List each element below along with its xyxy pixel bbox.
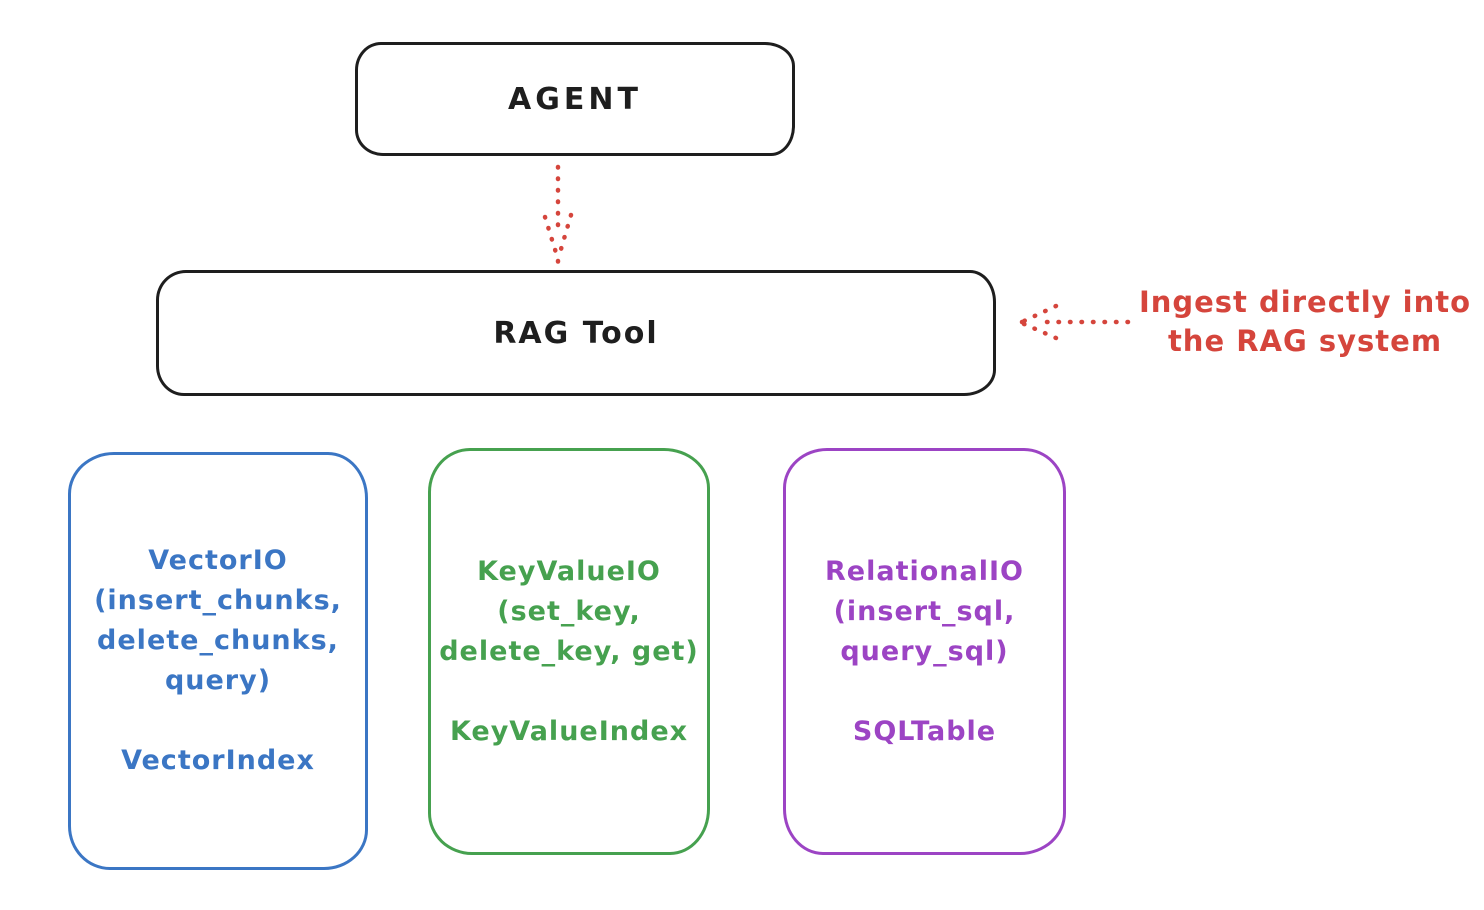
relational-io-title: RelationalIO (insert_sql, query_sql) bbox=[825, 552, 1024, 672]
relational-io-line: query_sql) bbox=[840, 635, 1009, 667]
vector-io-node: VectorIO (insert_chunks, delete_chunks, … bbox=[68, 452, 368, 870]
ingest-annotation: Ingest directly into the RAG system bbox=[1130, 283, 1480, 361]
keyvalue-io-title: KeyValueIO (set_key, delete_key, get) bbox=[439, 552, 699, 672]
vector-index-label: VectorIndex bbox=[121, 745, 315, 776]
rag-tool-label: RAG Tool bbox=[493, 315, 659, 351]
agent-label: AGENT bbox=[508, 81, 642, 117]
keyvalue-io-line: KeyValueIO bbox=[477, 555, 661, 587]
keyvalue-io-line: delete_key, get) bbox=[439, 635, 699, 667]
sql-table-label: SQLTable bbox=[852, 715, 997, 747]
keyvalue-index-label: KeyValueIndex bbox=[449, 715, 689, 747]
agent-to-rag-tool-arrow bbox=[542, 164, 574, 264]
vector-io-line: query) bbox=[164, 665, 272, 696]
relational-io-line: (insert_sql, bbox=[833, 595, 1016, 627]
vector-io-line: delete_chunks, bbox=[97, 625, 339, 656]
annotation-to-rag-tool-arrow bbox=[1019, 303, 1131, 341]
vector-io-line: VectorIO bbox=[148, 545, 288, 576]
relational-io-node: RelationalIO (insert_sql, query_sql) SQL… bbox=[783, 448, 1066, 855]
ingest-annotation-line2: the RAG system bbox=[1167, 324, 1443, 358]
keyvalue-io-line: (set_key, bbox=[497, 595, 641, 627]
agent-node: AGENT bbox=[355, 42, 795, 156]
keyvalue-io-node: KeyValueIO (set_key, delete_key, get) Ke… bbox=[428, 448, 710, 855]
relational-io-line: RelationalIO bbox=[825, 555, 1024, 587]
rag-tool-node: RAG Tool bbox=[156, 270, 996, 396]
vector-io-line: (insert_chunks, bbox=[94, 585, 342, 616]
ingest-annotation-line1: Ingest directly into bbox=[1138, 285, 1472, 319]
vector-io-title: VectorIO (insert_chunks, delete_chunks, … bbox=[94, 541, 342, 701]
